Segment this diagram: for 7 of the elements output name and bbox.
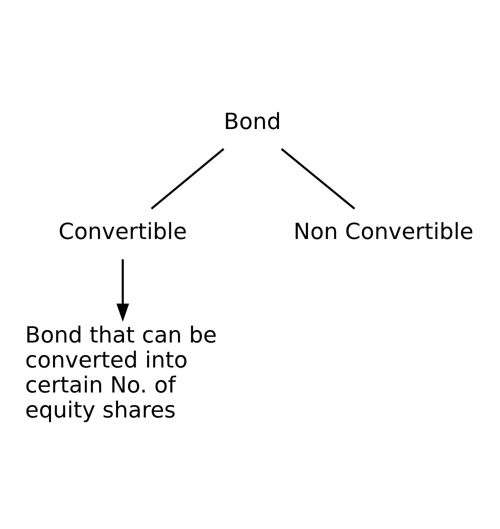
connector [280,148,356,210]
node-text: Bond [224,108,282,135]
connector [150,148,224,210]
arrow [116,259,130,322]
node-text: Non Convertible [294,219,474,246]
node-text: Bond that can be converted into certain No. of equity shares [25,322,217,424]
node-text: Convertible [58,219,187,246]
